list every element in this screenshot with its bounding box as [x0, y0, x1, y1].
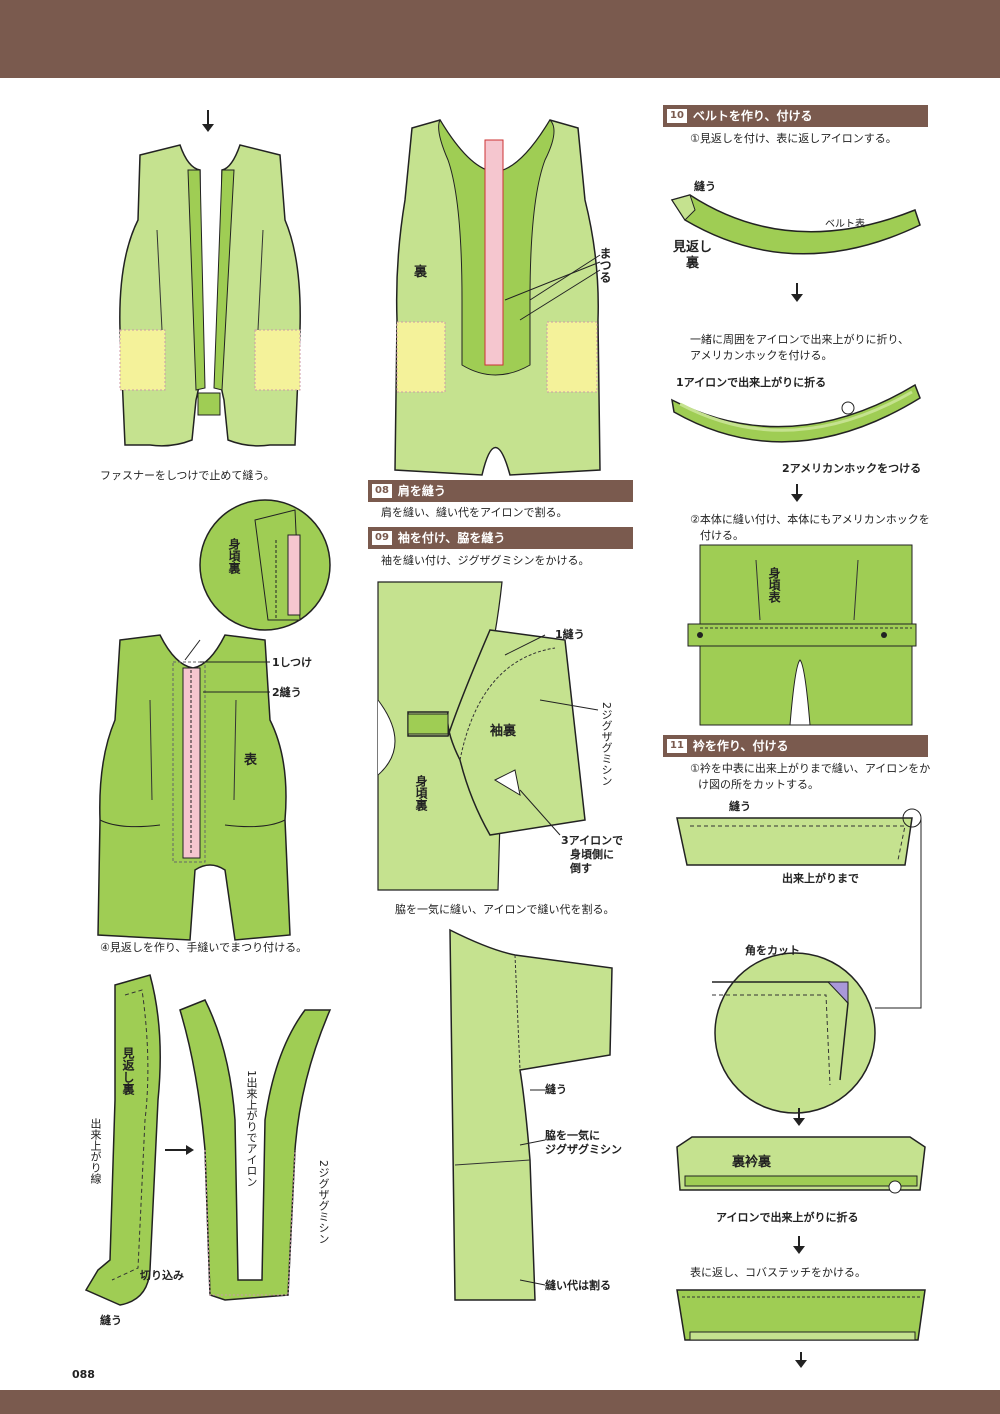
label-hook: 2アメリカンホックをつける	[782, 462, 922, 475]
label-mikaeshi-ura: 見返し裏	[121, 1047, 135, 1095]
label-ura: 裏	[414, 265, 428, 280]
collar-corner-zoom	[712, 952, 876, 1114]
label-iron: 1出来上がりでアイロン	[245, 1070, 258, 1187]
down-arrow-icon	[791, 484, 803, 502]
label-nuu2: 縫う	[100, 1314, 122, 1327]
section-number: 09	[372, 531, 392, 545]
label-nuu-belt: 縫う	[694, 180, 716, 193]
garment-back-illustration	[394, 118, 601, 476]
top-band	[0, 0, 1000, 78]
page-number: 088	[72, 1368, 95, 1381]
label-iron-2: 身頃側に	[570, 848, 614, 861]
label-ura-eri-ura: 裏衿裏	[732, 1155, 772, 1170]
section-header-11: 11 衿を作り、付ける	[663, 735, 928, 757]
down-arrow-icon	[202, 110, 214, 132]
label-zigzag-sleeve: 2ジグザグミシン	[600, 702, 613, 786]
caption-zipper: ファスナーをしつけで止めて縫う。	[100, 469, 275, 482]
collar-final-illustration	[676, 1289, 926, 1341]
down-arrow-icon	[793, 1236, 805, 1254]
zoom-detail-circle	[184, 499, 331, 661]
garment-front-zipper-illustration	[97, 634, 291, 941]
label-mimigoro-omote: 身頃表	[767, 567, 781, 603]
label-iron-fold-2: アイロンで出来上がりに折る	[716, 1211, 859, 1224]
sleeve-attach-illustration	[377, 581, 599, 891]
caption-facing: ④見返しを作り、手縫いでまつり付ける。	[100, 941, 308, 954]
facing-piece-illustration	[84, 974, 332, 1306]
label-shitsuke: 1しつけ	[272, 656, 312, 669]
label-matsuru: まつる	[598, 247, 612, 283]
label-iron-3: 倒す	[570, 862, 592, 875]
label-zigzag: 2ジグザグミシン	[317, 1160, 330, 1244]
label-nuu: 2縫う	[272, 686, 302, 699]
label-belt-omote: ベルト表	[825, 219, 865, 230]
section-title: 肩を縫う	[397, 484, 446, 498]
down-arrow-icon	[795, 1352, 807, 1368]
bodice-belt-illustration	[687, 544, 917, 726]
label-omote: 表	[244, 753, 258, 768]
label-waki-1: 脇を一気に	[545, 1129, 600, 1142]
label-iron-fold: 1アイロンで出来上がりに折る	[676, 376, 827, 389]
label-mikaeshi: 見返し	[673, 240, 713, 255]
label-dekiagari-made: 出来上がりまで	[782, 872, 859, 885]
collar-fold-illustration	[676, 1136, 926, 1194]
label-dekiagari-sen: 出来上がり線	[89, 1118, 102, 1184]
down-arrow-icon	[793, 1108, 805, 1126]
label-belt-ura: 裏	[686, 256, 700, 271]
section-header-08: 08 肩を縫う	[368, 480, 633, 502]
belt-curve-illustration	[670, 194, 921, 255]
label-nuu-side: 縫う	[545, 1083, 567, 1096]
label-mimigoro-ura: 身頃裏	[227, 538, 241, 574]
section-title: 袖を付け、脇を縫う	[397, 531, 506, 545]
down-arrow-icon	[791, 283, 803, 302]
section-header-09: 09 袖を付け、脇を縫う	[368, 527, 633, 549]
label-waki-2: ジグザグミシン	[545, 1143, 622, 1156]
caption-side-seam: 脇を一気に縫い、アイロンで縫い代を割る。	[395, 903, 615, 916]
section-title: 衿を作り、付ける	[692, 739, 789, 753]
section-number: 08	[372, 484, 392, 498]
label-nuu-collar: 縫う	[729, 800, 751, 813]
section-title: ベルトを作り、付ける	[692, 109, 813, 123]
belt-fold-illustration	[671, 383, 921, 443]
label-nuu-sleeve: 1縫う	[555, 628, 585, 641]
text-isshoni-2: アメリカンホックを付ける。	[690, 349, 833, 362]
text-isshoni-1: 一緒に周囲をアイロンで出来上がりに折り、	[690, 333, 910, 346]
text-final: 表に返し、コバステッチをかける。	[690, 1266, 866, 1279]
section-11-desc2: け図の所をカットする。	[698, 778, 819, 791]
text-step2a: ②本体に縫い付け、本体にもアメリカンホックを	[690, 513, 930, 526]
label-kado: 角をカット	[745, 944, 800, 957]
section-08-desc: 肩を縫い、縫い代をアイロンで割る。	[381, 506, 568, 519]
text-step2b: 付ける。	[700, 529, 744, 542]
section-number: 11	[667, 739, 687, 753]
section-10-desc: ①見返しを付け、表に返しアイロンする。	[690, 132, 897, 145]
garment-zipper-open-illustration	[119, 144, 301, 447]
section-11-desc: ①衿を中表に出来上がりまで縫い、アイロンをか	[690, 762, 931, 775]
label-mimigoro-ura-mid: 身頃裏	[414, 775, 428, 811]
label-nuishiro: 縫い代は割る	[545, 1279, 611, 1292]
label-iron-1: 3アイロンで	[561, 834, 624, 847]
section-header-10: 10 ベルトを作り、付ける	[663, 105, 928, 127]
section-09-desc: 袖を縫い付け、ジグザグミシンをかける。	[381, 554, 590, 567]
section-number: 10	[667, 109, 687, 123]
label-sode-ura: 袖裏	[490, 724, 517, 739]
side-seam-illustration	[449, 928, 613, 1301]
bottom-band	[0, 1390, 1000, 1414]
collar-sew-illustration	[676, 808, 922, 1009]
label-kirikomi: 切り込み	[140, 1269, 184, 1282]
